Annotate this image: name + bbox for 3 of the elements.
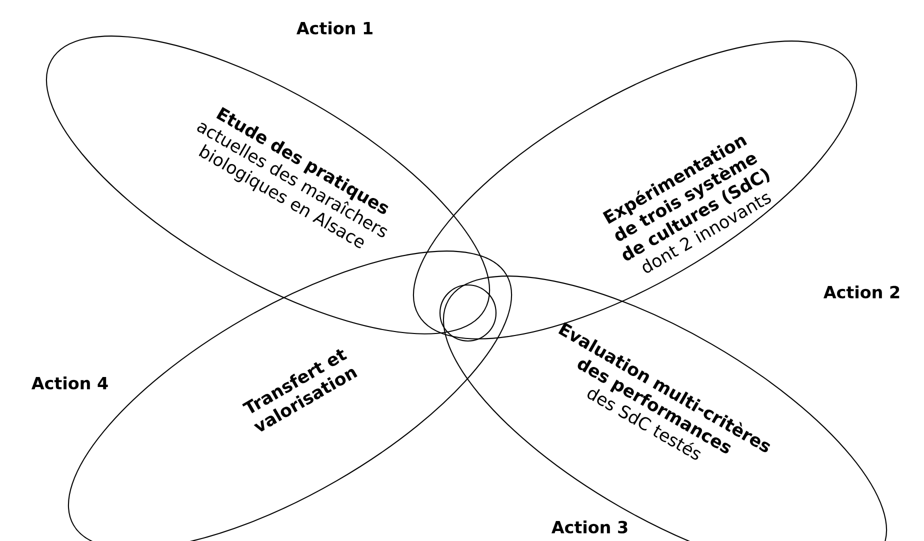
action-label: Action 1: [296, 22, 372, 34]
circle: [439, 284, 497, 342]
action-label: Action 3: [552, 520, 628, 534]
